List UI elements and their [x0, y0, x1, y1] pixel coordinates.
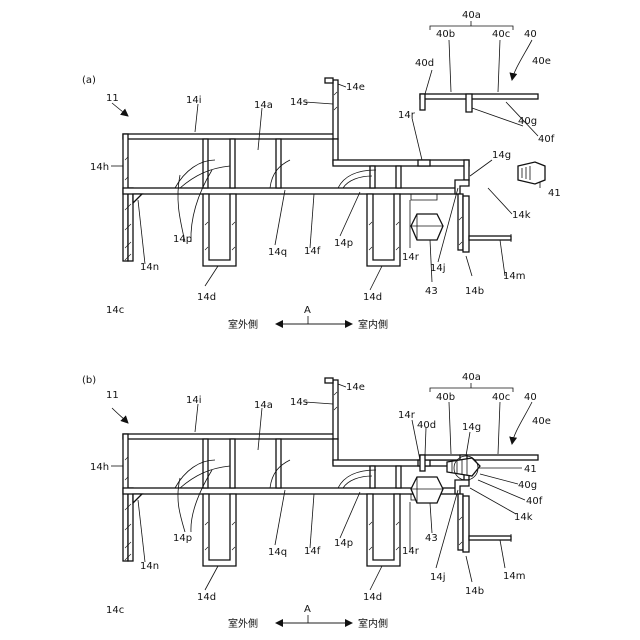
label-40c-b: 40c: [492, 392, 510, 403]
label-14f: 14f: [304, 246, 321, 257]
panel-a: (a): [82, 10, 561, 331]
label-14i: 14i: [186, 95, 202, 106]
label-14m-b: 14m: [503, 571, 525, 582]
panel-b-label: (b): [82, 375, 96, 386]
label-40f: 40f: [538, 134, 555, 145]
label-43-b: 43: [425, 533, 438, 544]
label-14d-right-b: 14d: [363, 592, 382, 603]
label-40b-b: 40b: [436, 392, 455, 403]
stopper-43-b: [411, 477, 443, 503]
label-14g-b: 14g: [462, 422, 481, 433]
label-14s-b: 14s: [290, 397, 308, 408]
label-14d-right: 14d: [363, 292, 382, 303]
label-40c: 40c: [492, 29, 510, 40]
label-14e: 14e: [346, 82, 365, 93]
panel-b: (b): [82, 372, 551, 630]
label-41: 41: [548, 188, 561, 199]
label-40g: 40g: [518, 116, 537, 127]
direction-axis-label-b: A: [304, 604, 311, 615]
label-14k: 14k: [512, 210, 531, 221]
label-14h: 14h: [90, 162, 109, 173]
label-14f-b: 14f: [304, 546, 321, 557]
label-41-b: 41: [524, 464, 537, 475]
label-14r-top: 14r: [398, 110, 416, 121]
label-40: 40: [524, 29, 537, 40]
label-14p-left: 14p: [173, 234, 192, 245]
label-14q-b: 14q: [268, 547, 287, 558]
label-14j-b: 14j: [430, 572, 446, 583]
label-14b-b: 14b: [465, 586, 484, 597]
label-14p-mid-b: 14p: [334, 538, 353, 549]
label-14q: 14q: [268, 247, 287, 258]
screw-41-detached: [518, 162, 545, 184]
direction-indicator-b: A 室外側 室内側: [228, 604, 388, 630]
label-40e: 40e: [532, 56, 551, 67]
label-14r-bottom: 14r: [402, 252, 420, 263]
label-14s: 14s: [290, 97, 308, 108]
label-40b: 40b: [436, 29, 455, 40]
label-40f-b: 40f: [526, 496, 543, 507]
label-14h-b: 14h: [90, 462, 109, 473]
direction-indicator-a: A 室外側 室内側: [228, 305, 388, 331]
label-14p-left-b: 14p: [173, 533, 192, 544]
label-14g: 14g: [492, 150, 511, 161]
label-14p-mid: 14p: [334, 238, 353, 249]
label-11: 11: [106, 93, 119, 104]
label-14i-b: 14i: [186, 395, 202, 406]
label-14m: 14m: [503, 271, 525, 282]
direction-axis-label: A: [304, 305, 311, 316]
panel-a-label: (a): [82, 75, 96, 86]
label-40a: 40a: [462, 10, 481, 21]
label-14d-left-b: 14d: [197, 592, 216, 603]
label-40d: 40d: [415, 58, 434, 69]
label-14n-b: 14n: [140, 561, 159, 572]
label-14b: 14b: [465, 286, 484, 297]
indoor-side-label-b: 室内側: [358, 617, 388, 630]
label-40e-b: 40e: [532, 416, 551, 427]
label-40d-b: 40d: [417, 420, 436, 431]
label-14a-b: 14a: [254, 400, 273, 411]
label-14n: 14n: [140, 262, 159, 273]
label-14k-b: 14k: [514, 512, 533, 523]
label-11-b: 11: [106, 390, 119, 401]
label-40g-b: 40g: [518, 480, 537, 491]
label-14d-left: 14d: [197, 292, 216, 303]
stopper-43: [411, 214, 443, 240]
label-43: 43: [425, 286, 438, 297]
label-14j: 14j: [430, 263, 446, 274]
label-14e-b: 14e: [346, 382, 365, 393]
outdoor-side-label: 室外側: [228, 318, 258, 331]
label-14r-bottom-b: 14r: [402, 546, 420, 557]
indoor-side-label: 室内側: [358, 318, 388, 331]
label-40-b: 40: [524, 392, 537, 403]
label-14c: 14c: [106, 305, 124, 316]
label-40a-b: 40a: [462, 372, 481, 383]
label-14c-b: 14c: [106, 605, 124, 616]
outdoor-side-label-b: 室外側: [228, 617, 258, 630]
label-14r-top-b: 14r: [398, 410, 416, 421]
label-14a: 14a: [254, 100, 273, 111]
